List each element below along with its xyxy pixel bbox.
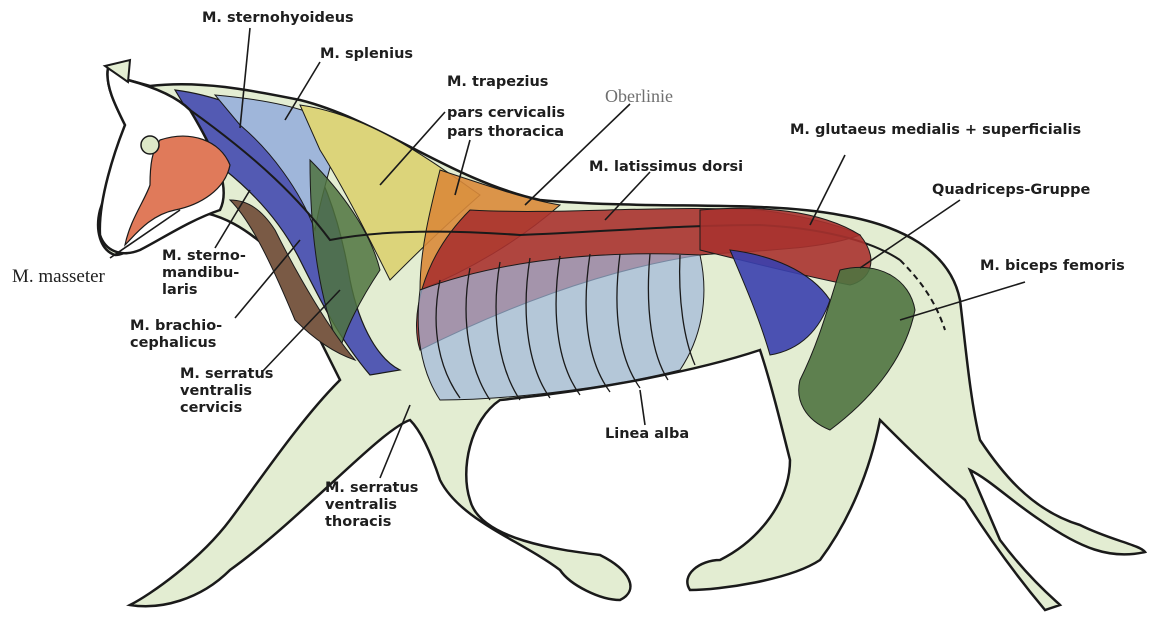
label-serratus-thoracis-line2: ventralis <box>325 497 418 514</box>
label-oberlinie: Oberlinie <box>605 88 673 105</box>
label-brachiocephalicus-line1: M. brachio- <box>130 318 222 335</box>
label-masseter: M. masseter <box>12 268 105 285</box>
label-sternomandibularis: M. sterno- mandibu- laris <box>162 248 246 299</box>
label-sternomandibularis-line1: M. sterno- <box>162 248 246 265</box>
label-serratus-cervicis-line2: ventralis <box>180 383 273 400</box>
label-serratus-cervicis-line3: cervicis <box>180 400 273 417</box>
label-linea-alba: Linea alba <box>605 426 689 443</box>
label-sternomandibularis-line2: mandibu- <box>162 265 246 282</box>
label-trapezius: M. trapezius <box>447 74 548 91</box>
label-serratus-cervicis: M. serratus ventralis cervicis <box>180 366 273 417</box>
label-biceps-femoris: M. biceps femoris <box>980 258 1125 275</box>
label-pars-thoracica: pars thoracica <box>447 124 564 141</box>
label-latissimus-dorsi: M. latissimus dorsi <box>589 159 743 176</box>
label-brachiocephalicus: M. brachio- cephalicus <box>130 318 222 352</box>
label-quadriceps: Quadriceps-Gruppe <box>932 182 1090 199</box>
label-glutaeus: M. glutaeus medialis + superficialis <box>790 122 1081 139</box>
label-serratus-thoracis-line1: M. serratus <box>325 480 418 497</box>
label-serratus-cervicis-line1: M. serratus <box>180 366 273 383</box>
label-sternohyoideus: M. sternohyoideus <box>202 10 354 27</box>
eye <box>141 136 159 154</box>
label-pars-cervicalis: pars cervicalis <box>447 105 565 122</box>
label-serratus-thoracis: M. serratus ventralis thoracis <box>325 480 418 531</box>
label-sternomandibularis-line3: laris <box>162 282 246 299</box>
label-brachiocephalicus-line2: cephalicus <box>130 335 222 352</box>
label-serratus-thoracis-line3: thoracis <box>325 514 418 531</box>
label-splenius: M. splenius <box>320 46 413 63</box>
